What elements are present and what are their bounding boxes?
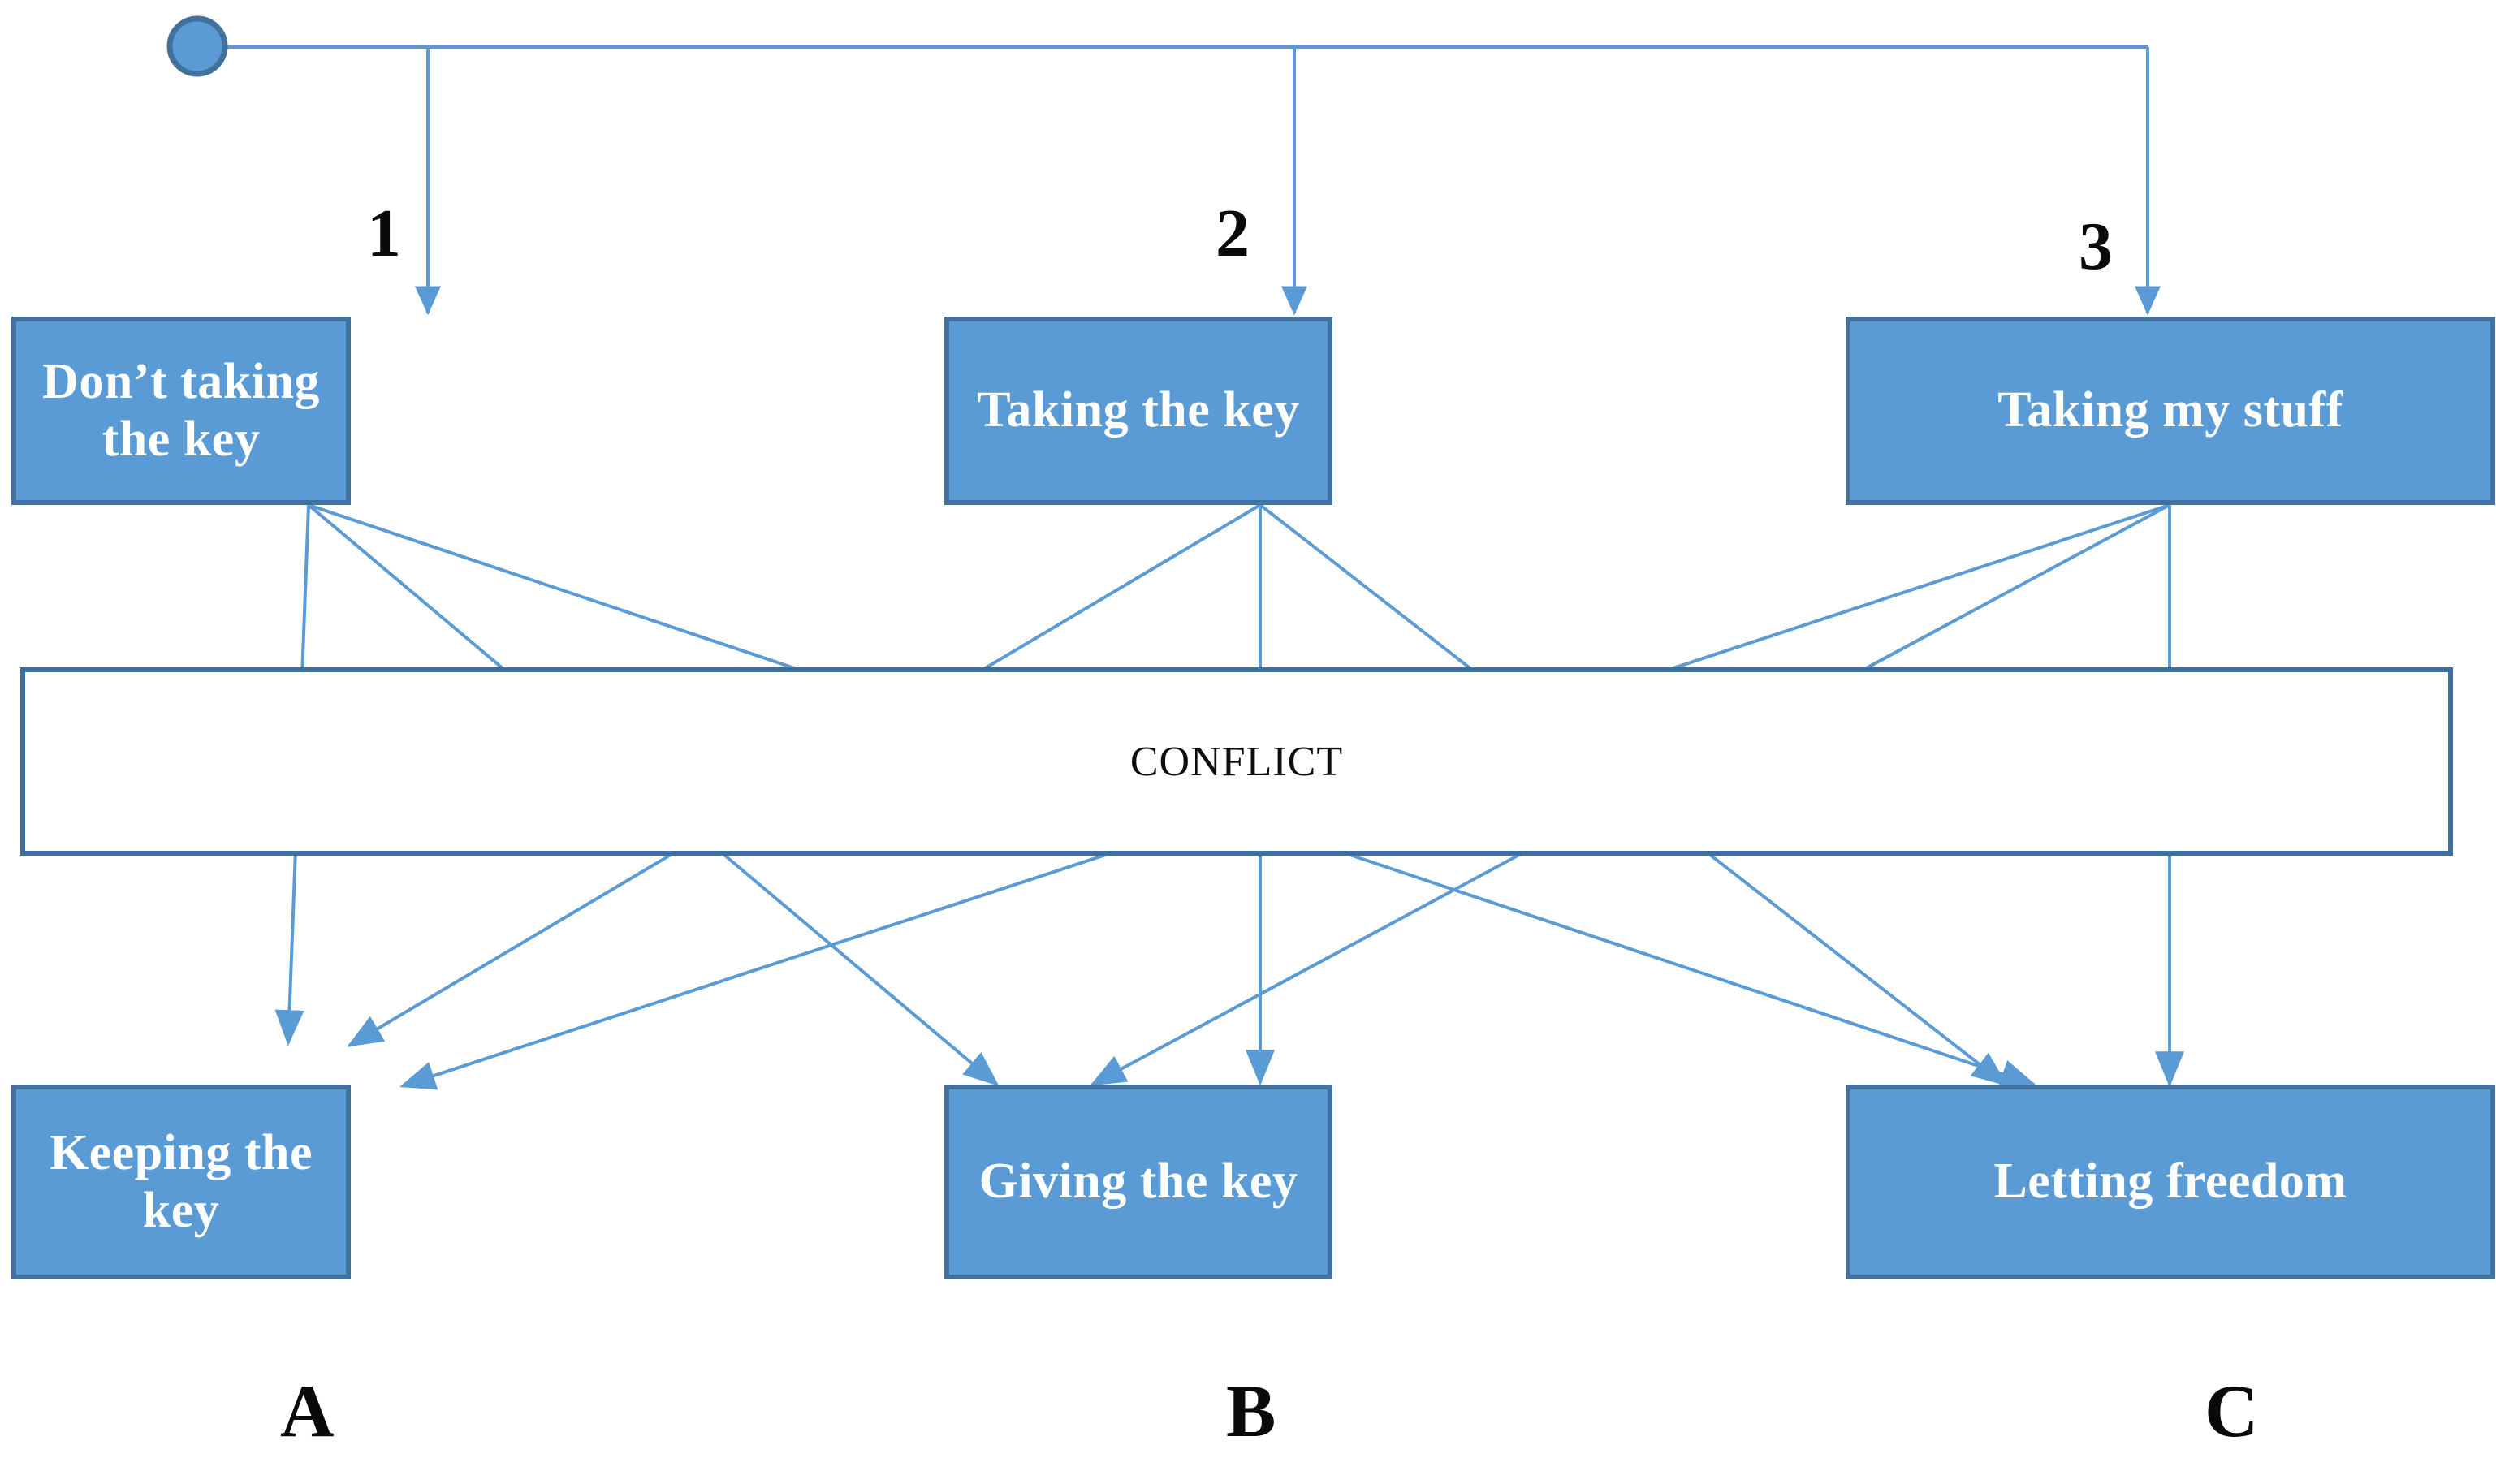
node-dont-taking-the-key-label: Don’t taking the key xyxy=(42,353,320,467)
node-taking-my-stuff-label: Taking my stuff xyxy=(1997,382,2343,438)
node-giving-the-key-label: Giving the key xyxy=(978,1154,1298,1210)
branch-number-3: 3 xyxy=(2079,209,2113,284)
branch-number-2: 2 xyxy=(1216,196,1250,271)
node-giving-the-key[interactable]: Giving the key xyxy=(944,1085,1332,1279)
conflict-label: CONFLICT xyxy=(1129,738,1344,785)
column-letter-b: B xyxy=(1226,1370,1276,1452)
node-dont-taking-the-key[interactable]: Don’t taking the key xyxy=(11,317,351,505)
node-keeping-the-key-label: Keeping the key xyxy=(49,1124,313,1238)
node-letting-freedom[interactable]: Letting freedom xyxy=(1846,1085,2495,1279)
root-connector-bus xyxy=(226,45,2161,316)
column-letter-a: A xyxy=(280,1370,335,1452)
node-keeping-the-key[interactable]: Keeping the key xyxy=(11,1085,351,1279)
root-circle xyxy=(166,15,228,77)
node-taking-the-key[interactable]: Taking the key xyxy=(944,317,1332,505)
column-letter-c: C xyxy=(2205,1370,2259,1452)
node-taking-the-key-label: Taking the key xyxy=(977,382,1300,438)
node-taking-my-stuff[interactable]: Taking my stuff xyxy=(1846,317,2495,505)
conflict-band: CONFLICT xyxy=(20,667,2453,856)
node-letting-freedom-label: Letting freedom xyxy=(1993,1154,2347,1210)
branch-number-1: 1 xyxy=(367,196,401,271)
